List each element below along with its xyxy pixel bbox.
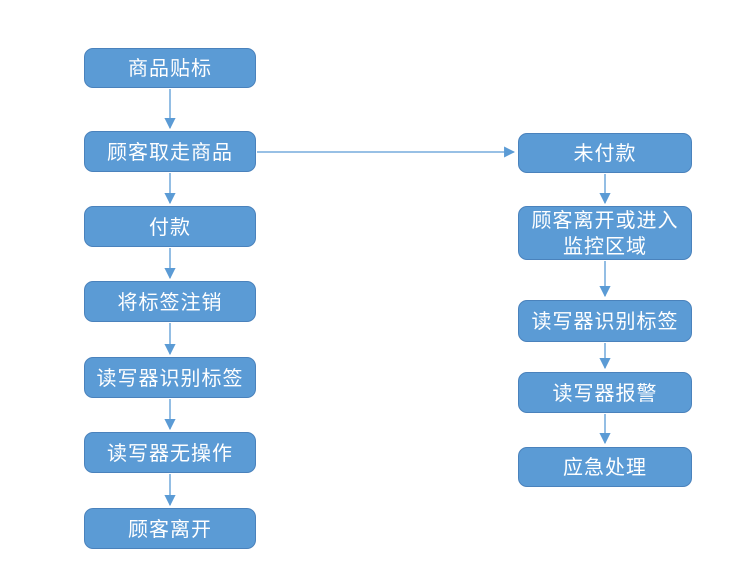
node-unpaid: 未付款 — [518, 133, 692, 173]
node-reader-identifies-tag: 读写器识别标签 — [84, 357, 256, 398]
node-deactivate-tag: 将标签注销 — [84, 281, 256, 322]
node-reader-no-action: 读写器无操作 — [84, 432, 256, 473]
node-payment: 付款 — [84, 206, 256, 247]
node-customer-takes-product: 顾客取走商品 — [84, 131, 256, 172]
node-customer-leaves-or-enters-zone: 顾客离开或进入 监控区域 — [518, 206, 692, 260]
node-customer-leaves: 顾客离开 — [84, 508, 256, 549]
node-reader-alarm: 读写器报警 — [518, 372, 692, 413]
node-product-labeling: 商品贴标 — [84, 48, 256, 88]
node-emergency-handling: 应急处理 — [518, 447, 692, 487]
node-reader-identifies-tag-2: 读写器识别标签 — [518, 300, 692, 342]
